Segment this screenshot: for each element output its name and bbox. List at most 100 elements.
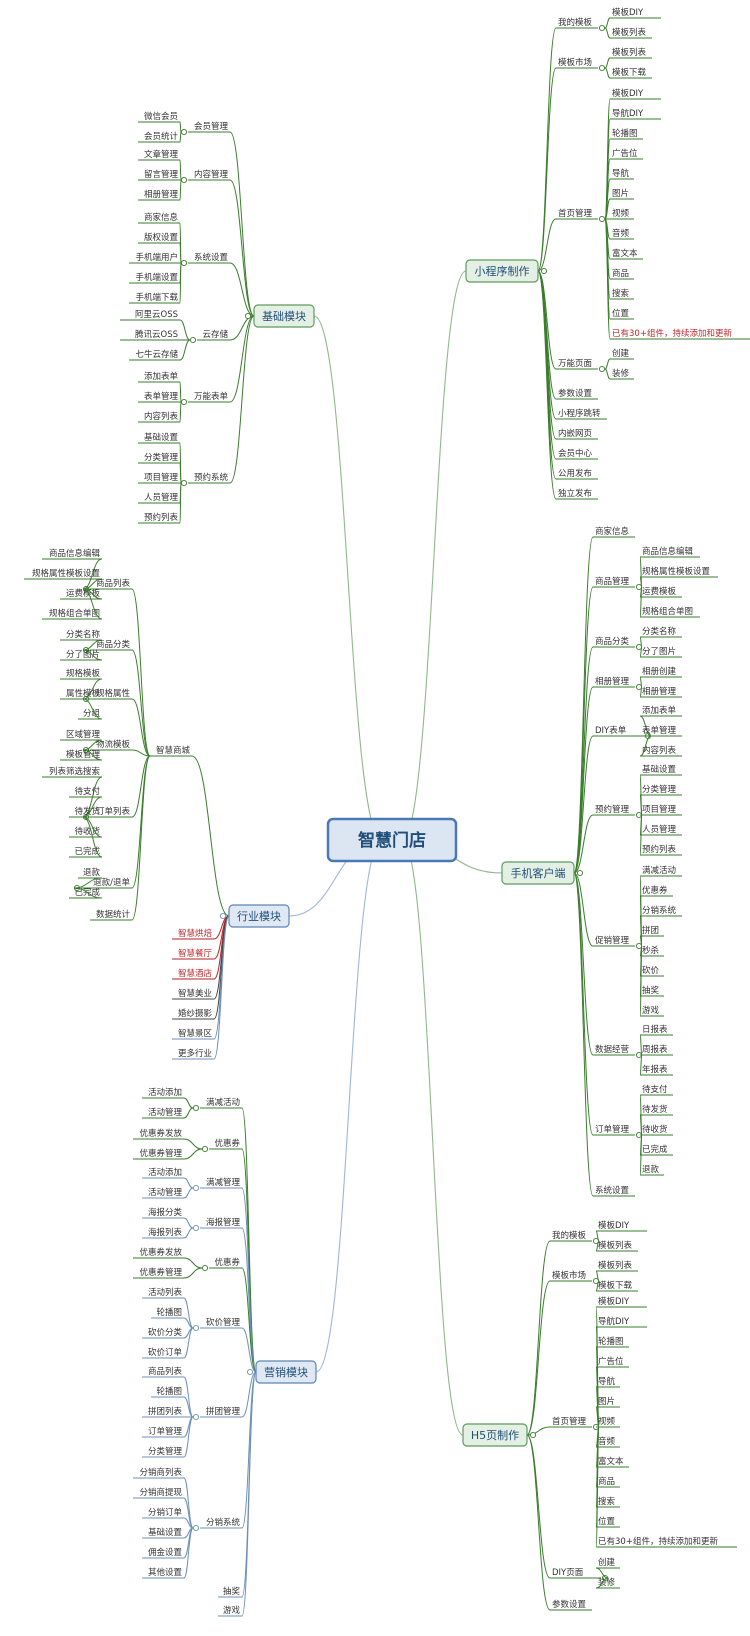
level2-node[interactable]: 优惠券管理 xyxy=(133,1148,184,1160)
level3-node[interactable]: 分了图片 xyxy=(60,649,102,661)
level3-node[interactable]: 待发货 xyxy=(69,806,102,818)
level2-node[interactable]: 周报表 xyxy=(640,1044,673,1056)
branch-jichu[interactable]: 基础模块 xyxy=(253,304,315,328)
branch-yingxiao[interactable]: 营销模块 xyxy=(255,1360,317,1384)
level1-node[interactable]: 会员中心 xyxy=(556,448,598,460)
level1-node[interactable]: 满减活动 xyxy=(200,1097,242,1109)
level1-node[interactable]: 预约管理 xyxy=(593,804,635,816)
level1-node[interactable]: 智慧景区 xyxy=(172,1028,214,1040)
collapse-toggle-icon[interactable] xyxy=(192,1324,200,1332)
branch-shouji[interactable]: 手机客户端 xyxy=(501,861,575,885)
collapse-toggle-icon[interactable] xyxy=(246,1368,254,1376)
collapse-toggle-icon[interactable] xyxy=(219,912,227,920)
level2-node[interactable]: 日报表 xyxy=(640,1024,673,1036)
level1-node[interactable]: 促销管理 xyxy=(593,935,635,947)
level1-node[interactable]: 首页管理 xyxy=(556,208,598,220)
level2-node[interactable]: 模板DIY xyxy=(610,7,661,19)
level2-node[interactable]: 其他设置 xyxy=(142,1567,184,1579)
collapse-toggle-icon[interactable] xyxy=(189,336,197,344)
level2-node[interactable]: 规格属性模板设置 xyxy=(640,566,718,578)
level2-node[interactable]: 项目管理 xyxy=(138,472,180,484)
level2-node[interactable]: 砍价 xyxy=(640,965,664,977)
level2-node[interactable]: 版权设置 xyxy=(138,232,180,244)
level2-node[interactable]: 广告位 xyxy=(610,148,643,160)
level2-node[interactable]: 内容列表 xyxy=(138,411,180,423)
level1-node[interactable]: 小程序跳转 xyxy=(556,408,607,420)
level2-node[interactable]: 表单管理 xyxy=(138,391,180,403)
level1-node[interactable]: 参数设置 xyxy=(550,1599,592,1611)
level2-node[interactable]: 轮播图 xyxy=(151,1386,184,1398)
level2-node[interactable]: 商品列表 xyxy=(90,578,132,590)
collapse-toggle-icon[interactable] xyxy=(635,942,643,950)
collapse-toggle-icon[interactable] xyxy=(180,398,188,406)
branch-h5[interactable]: H5页制作 xyxy=(462,1423,528,1447)
level3-node[interactable]: 已完成 xyxy=(69,887,102,899)
level2-node[interactable]: 位置 xyxy=(596,1516,620,1528)
level2-node[interactable]: 轮播图 xyxy=(151,1307,184,1319)
level1-node[interactable]: DIY表单 xyxy=(593,725,644,737)
level3-node[interactable]: 已完成 xyxy=(69,846,102,858)
level2-node[interactable]: 导航DIY xyxy=(596,1316,647,1328)
center-topic[interactable]: 智慧门店 xyxy=(326,817,458,863)
level1-node[interactable]: 婚纱摄影 xyxy=(172,1008,214,1020)
level2-node[interactable]: 模板下载 xyxy=(610,67,652,79)
collapse-toggle-icon[interactable] xyxy=(192,1104,200,1112)
level1-node[interactable]: 海报管理 xyxy=(200,1217,242,1229)
collapse-toggle-icon[interactable] xyxy=(540,267,548,275)
level1-node[interactable]: 智慧美业 xyxy=(172,988,214,1000)
collapse-toggle-icon[interactable] xyxy=(180,176,188,184)
level2-node[interactable]: 分销商提现 xyxy=(133,1487,184,1499)
level1-node[interactable]: 商品分类 xyxy=(593,636,635,648)
level2-node[interactable]: 佣金设置 xyxy=(142,1547,184,1559)
level1-node[interactable]: 内嵌网页 xyxy=(556,428,598,440)
collapse-toggle-icon[interactable] xyxy=(635,643,643,651)
level3-node[interactable]: 规格组合单图 xyxy=(42,608,102,620)
level2-node[interactable]: 手机端下载 xyxy=(129,292,180,304)
level2-node[interactable]: 海报分类 xyxy=(142,1207,184,1219)
level1-node[interactable]: 游戏 xyxy=(218,1605,242,1617)
collapse-toggle-icon[interactable] xyxy=(576,869,584,877)
level2-node[interactable]: 砍价订单 xyxy=(142,1347,184,1359)
level3-node[interactable]: 商品信息编辑 xyxy=(42,548,102,560)
level2-node[interactable]: 导航DIY xyxy=(610,108,661,120)
level2-node[interactable]: 砍价分类 xyxy=(142,1327,184,1339)
level2-node[interactable]: 广告位 xyxy=(596,1356,629,1368)
level2-node[interactable]: 拼团列表 xyxy=(142,1406,184,1418)
collapse-toggle-icon[interactable] xyxy=(192,1184,200,1192)
level2-node[interactable]: 基础设置 xyxy=(640,764,682,776)
level1-node[interactable]: 万能页面 xyxy=(556,358,598,370)
level2-node[interactable]: 秒杀 xyxy=(640,945,664,957)
level2-node[interactable]: 分了图片 xyxy=(640,646,682,658)
level2-node[interactable]: 创建 xyxy=(596,1557,620,1569)
level1-node[interactable]: 智慧餐厅 xyxy=(172,948,214,960)
level2-node[interactable]: 表单管理 xyxy=(640,725,682,737)
level2-node[interactable]: 分销订单 xyxy=(142,1507,184,1519)
level2-node[interactable]: 拼团 xyxy=(640,925,664,937)
level2-node[interactable]: 物流模板 xyxy=(90,739,132,751)
level1-node[interactable]: 我的模板 xyxy=(550,1230,592,1242)
collapse-toggle-icon[interactable] xyxy=(635,583,643,591)
level2-node[interactable]: 待支付 xyxy=(640,1084,673,1096)
level1-node[interactable]: 模板市场 xyxy=(556,57,598,69)
branch-hangye[interactable]: 行业模块 xyxy=(228,904,290,928)
level2-node[interactable]: 分销系统 xyxy=(640,905,682,917)
level2-node[interactable]: 位置 xyxy=(610,308,634,320)
level2-node[interactable]: 人员管理 xyxy=(138,492,180,504)
level2-node[interactable]: 海报列表 xyxy=(142,1227,184,1239)
level2-node[interactable]: 商品信息编辑 xyxy=(640,546,700,558)
level2-node[interactable]: 活动管理 xyxy=(142,1107,184,1119)
level1-node[interactable]: 万能表单 xyxy=(188,391,230,403)
level1-node[interactable]: 优惠券 xyxy=(209,1138,242,1150)
level2-node[interactable]: 待发货 xyxy=(640,1104,673,1116)
level3-node[interactable]: 待收货 xyxy=(69,826,102,838)
level1-node[interactable]: 系统设置 xyxy=(593,1185,635,1197)
level2-node[interactable]: 待收货 xyxy=(640,1124,673,1136)
level2-node[interactable]: 相册管理 xyxy=(138,189,180,201)
level3-node[interactable]: 规格属性模板设置 xyxy=(24,568,102,580)
level2-node[interactable]: 已完成 xyxy=(640,1144,673,1156)
level2-node[interactable]: 分销商列表 xyxy=(133,1467,184,1479)
level2-node[interactable]: 导航 xyxy=(596,1376,620,1388)
level1-node[interactable]: 满减管理 xyxy=(200,1177,242,1189)
level3-node[interactable]: 运费模板 xyxy=(60,588,102,600)
level2-node[interactable]: 模板下载 xyxy=(596,1280,638,1292)
